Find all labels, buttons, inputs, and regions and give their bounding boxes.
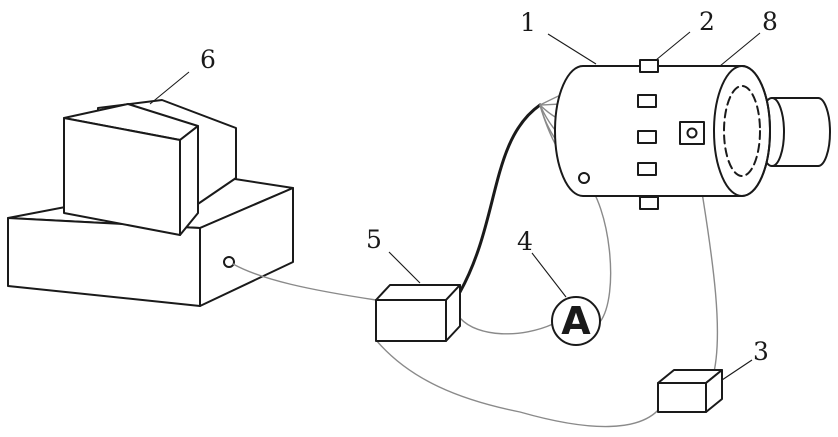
ammeter: A xyxy=(552,297,600,345)
sensor-b xyxy=(638,131,656,143)
leader-2 xyxy=(656,32,690,60)
label-2: 2 xyxy=(699,7,715,36)
leader-4 xyxy=(532,253,566,297)
sensor-square-dot xyxy=(688,129,697,138)
ammeter-letter: A xyxy=(561,299,591,343)
sensor-c xyxy=(638,163,656,175)
leader-8 xyxy=(720,33,760,66)
leader-6 xyxy=(150,72,189,104)
label-1: 1 xyxy=(520,8,536,37)
acquisition-box-3 xyxy=(658,370,722,412)
label-4: 4 xyxy=(517,227,533,256)
leader-5 xyxy=(389,252,420,283)
ammeter-port xyxy=(579,173,589,183)
label-3: 3 xyxy=(753,337,769,366)
main-cable xyxy=(460,105,540,292)
label-5: 5 xyxy=(366,225,382,254)
label-8: 8 xyxy=(762,7,778,36)
computer-port xyxy=(224,257,234,267)
leader-3 xyxy=(722,360,752,380)
box5-front xyxy=(376,300,446,341)
motor xyxy=(555,60,830,209)
acquisition-box-5 xyxy=(376,285,460,341)
sensor-a xyxy=(638,95,656,107)
label-6: 6 xyxy=(200,45,216,74)
sensor-top xyxy=(640,60,658,72)
sensor-bottom xyxy=(640,197,658,209)
leader-1 xyxy=(548,34,596,64)
wire-box5-to-box3 xyxy=(376,340,660,427)
box3-front xyxy=(658,383,706,412)
wire-box5-to-ammeter xyxy=(460,318,553,334)
computer xyxy=(8,100,293,306)
